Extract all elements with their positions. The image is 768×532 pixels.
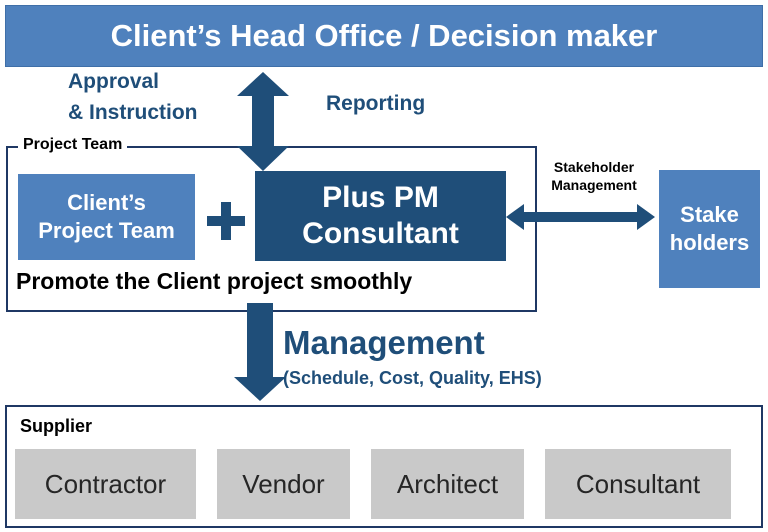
stakeholder-arrow <box>506 204 655 230</box>
approval-line1: Approval <box>68 70 160 93</box>
stakeholders-box: Stake holders <box>659 170 760 288</box>
head-office-box: Client’s Head Office / Decision maker <box>5 5 763 67</box>
supplier-item-contractor: Contractor <box>15 449 196 519</box>
plus-icon <box>207 202 245 240</box>
client-team-line1: Client’s <box>67 190 146 215</box>
client-project-team-box: Client’s Project Team <box>18 174 195 260</box>
supplier-box <box>5 405 763 528</box>
stake-mgmt-line2: Management <box>551 177 637 193</box>
supplier-item-vendor: Vendor <box>217 449 350 519</box>
supplier-item-architect: Architect <box>371 449 524 519</box>
approval-line2: & Instruction <box>68 101 198 124</box>
management-detail: (Schedule, Cost, Quality, EHS) <box>283 368 542 388</box>
reporting-label: Reporting <box>326 92 426 115</box>
stakeholders-line1: Stake <box>680 202 739 227</box>
management-title: Management <box>283 324 485 361</box>
supplier-item-label: Vendor <box>242 468 325 499</box>
client-team-line2: Project Team <box>38 218 175 243</box>
stakeholders-line2: holders <box>669 230 750 255</box>
approval-reporting-arrow <box>237 72 289 171</box>
supplier-item-label: Architect <box>396 468 499 499</box>
supplier-item-consultant: Consultant <box>545 449 731 519</box>
plus-pm-consultant-box: Plus PM Consultant <box>255 171 506 261</box>
head-office-label: Client’s Head Office / Decision maker <box>110 18 658 53</box>
supplier-item-label: Consultant <box>575 468 701 499</box>
approval-instruction-label: Approval & Instruction <box>68 66 198 128</box>
management-arrow <box>234 303 286 401</box>
stakeholder-management-label: Stakeholder Management <box>532 158 656 194</box>
stake-mgmt-line1: Stakeholder <box>553 159 635 175</box>
supplier-label: Supplier <box>20 416 93 436</box>
plus-pm-line2: Consultant <box>302 217 459 250</box>
promote-tagline: Promote the Client project smoothly <box>16 268 413 294</box>
project-team-label: Project Team <box>18 135 128 155</box>
supplier-item-label: Contractor <box>44 468 167 499</box>
plus-pm-line1: Plus PM <box>322 181 439 214</box>
